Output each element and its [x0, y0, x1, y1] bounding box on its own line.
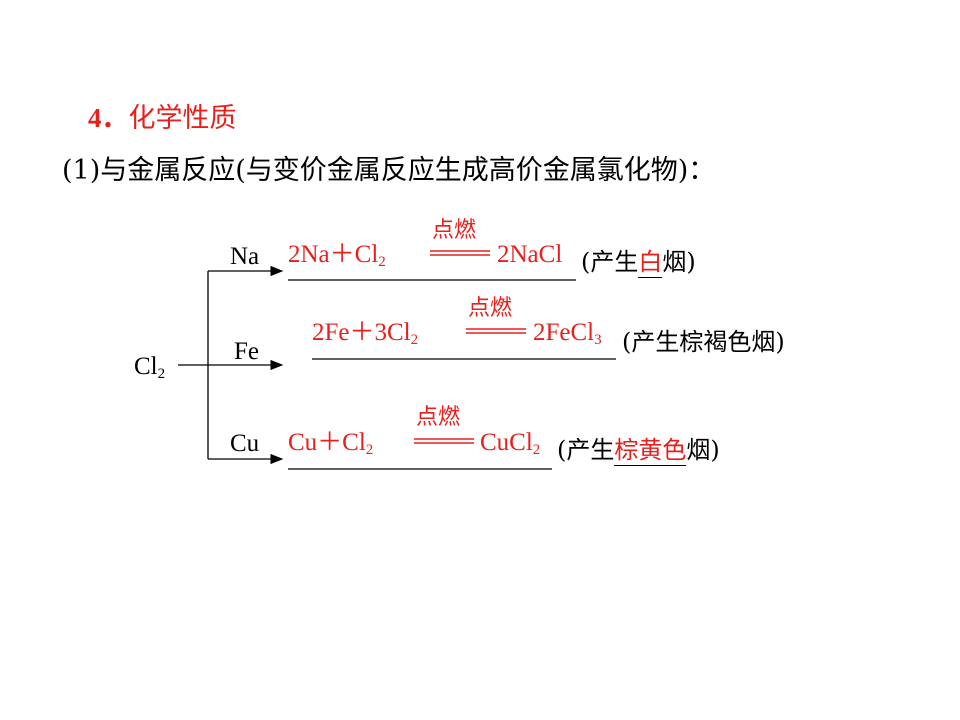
- equals-sign-cu: [414, 438, 474, 444]
- equals-sign-fe: [466, 328, 526, 334]
- equation-fe: 2Fe＋3Cl2: [312, 319, 419, 348]
- reactant-cl2: Cl2: [134, 353, 166, 382]
- metal-label-cu: Cu: [230, 430, 260, 457]
- section-title-text: 化学性质: [128, 103, 237, 134]
- equation-cu: Cu＋Cl2: [288, 429, 374, 458]
- condition-cu: 点燃: [416, 405, 461, 430]
- equals-sign-na: [430, 250, 490, 256]
- metal-label-na: Na: [230, 243, 260, 270]
- note-fe: (产生棕褐色烟): [622, 328, 785, 356]
- answer-cu: 棕黄色: [614, 430, 687, 466]
- answer-na: 白: [638, 242, 663, 278]
- intro-text: (1)与金属反应(与变价金属反应生成高价金属氯化物)：: [62, 155, 716, 186]
- equation-na: 2Na＋Cl2: [288, 241, 386, 270]
- product-fe: 2FeCl3: [533, 319, 602, 348]
- product-na: 2NaCl: [497, 241, 563, 268]
- section-number: 4．: [88, 103, 129, 133]
- condition-na: 点燃: [432, 218, 477, 243]
- note-na: (产生白烟): [581, 242, 696, 278]
- product-cu: CuCl2: [480, 429, 541, 458]
- section-title: 4．化学性质: [88, 100, 237, 137]
- metal-label-fe: Fe: [234, 338, 259, 365]
- note-cu: (产生棕黄色烟): [557, 430, 720, 466]
- condition-fe: 点燃: [468, 296, 513, 321]
